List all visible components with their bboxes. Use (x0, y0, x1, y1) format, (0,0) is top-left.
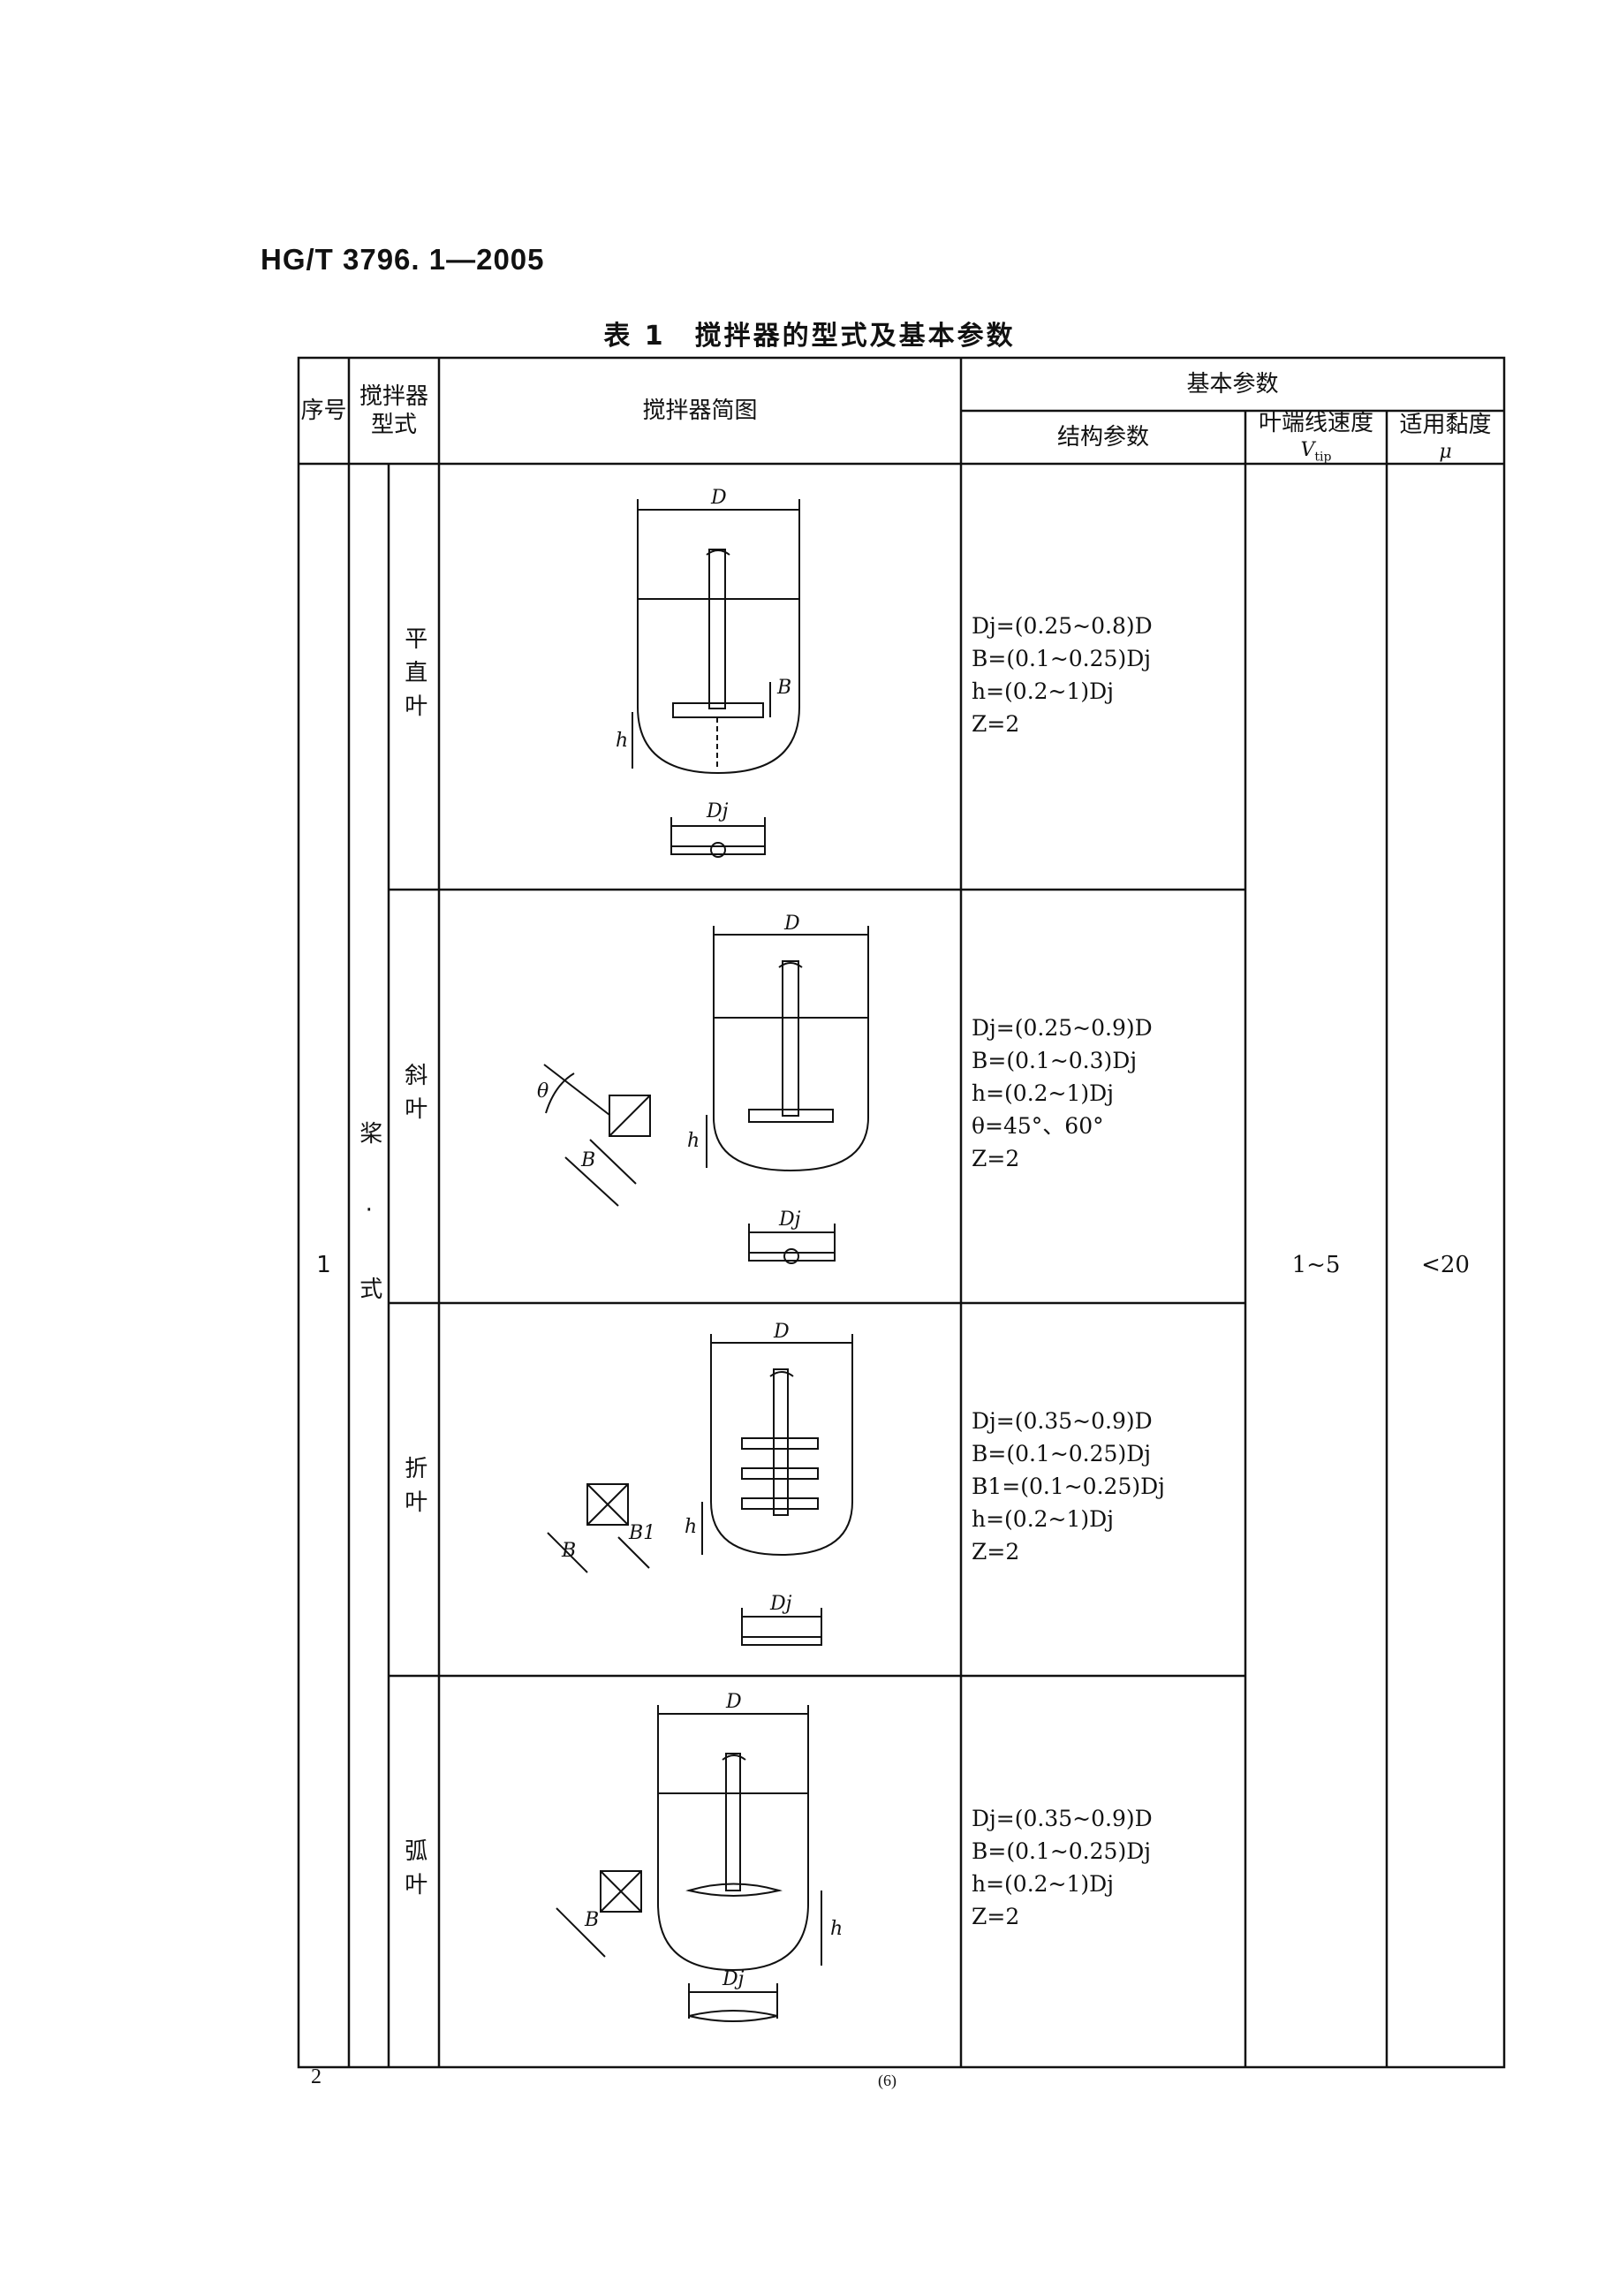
label-h: h (616, 730, 628, 752)
standard-number: HG/T 3796. 1—2005 (261, 243, 545, 276)
label-B1: B1 (628, 1522, 655, 1544)
header-seq: 序号 (300, 397, 347, 424)
header-basic-params: 基本参数 (1186, 370, 1279, 398)
diagram-flat-blade (632, 499, 800, 858)
header-sketch: 搅拌器简图 (642, 397, 758, 424)
label-B: B (584, 1909, 599, 1931)
page-number: 2 (311, 2065, 322, 2088)
label-B: B (561, 1540, 576, 1562)
header-viscosity-label: 适用黏度 (1399, 412, 1492, 438)
params-folded-blade: Dj=(0.35~0.9)D B=(0.1~0.25)Dj B1=(0.1~0.… (972, 1405, 1165, 1568)
params-flat-blade: Dj=(0.25~0.8)D B=(0.1~0.25)Dj h=(0.2~1)D… (972, 610, 1153, 740)
params-pitched-blade: Dj=(0.25~0.9)D B=(0.1~0.3)Dj h=(0.2~1)Dj… (972, 1012, 1153, 1175)
param-line: h=(0.2~1)Dj (972, 1080, 1114, 1106)
label-D: D (773, 1321, 790, 1343)
param-line: Z=2 (972, 711, 1020, 737)
param-line: B1=(0.1~0.25)Dj (972, 1474, 1165, 1499)
header-viscosity-symbol: μ (1439, 440, 1452, 463)
header-tip-speed-symbol: Vtip (1300, 438, 1332, 465)
param-line: Z=2 (972, 1146, 1020, 1171)
param-line: Z=2 (972, 1904, 1020, 1929)
label-Dj: Dj (722, 1968, 745, 1990)
type-paddle: 桨·式 (355, 1121, 382, 1353)
header-tip-speed-label: 叶端线速度 (1258, 410, 1373, 437)
param-line: B=(0.1~0.3)Dj (972, 1048, 1138, 1073)
param-line: h=(0.2~1)Dj (972, 1871, 1114, 1897)
param-line: Dj=(0.25~0.8)D (972, 613, 1153, 639)
label-Dj: Dj (706, 800, 729, 822)
header-viscosity: 适用黏度 μ (1387, 411, 1504, 464)
param-line: h=(0.2~1)Dj (972, 678, 1114, 704)
diagram-pitched-blade (543, 926, 869, 1264)
header-type-line1: 搅拌器 (359, 383, 428, 410)
param-line: Z=2 (972, 1539, 1020, 1565)
label-D: D (783, 913, 800, 935)
param-line: Dj=(0.25~0.9)D (972, 1015, 1153, 1041)
subtype-pitched-blade: 斜叶 (400, 1063, 427, 1130)
param-line: B=(0.1~0.25)Dj (972, 646, 1151, 671)
subtype-folded-blade: 折叶 (400, 1456, 427, 1523)
tip-speed-value: 1~5 (1291, 1252, 1341, 1279)
label-D: D (710, 487, 727, 509)
label-D: D (725, 1691, 742, 1713)
seq-number: 1 (316, 1252, 331, 1279)
table-caption: 表 1 搅拌器的型式及基本参数 (603, 321, 1016, 352)
header-type-line2: 型式 (370, 412, 417, 438)
param-line: h=(0.2~1)Dj (972, 1506, 1114, 1532)
label-Dj: Dj (769, 1593, 792, 1615)
label-B: B (776, 677, 791, 699)
viscosity-value: <20 (1421, 1252, 1470, 1279)
subtype-curved-blade: 弧叶 (400, 1838, 427, 1906)
param-line: Dj=(0.35~0.9)D (972, 1806, 1153, 1831)
diagram-folded-blade (547, 1334, 853, 1646)
header-type: 搅拌器 型式 (349, 358, 439, 464)
page-number-paren: (6) (878, 2072, 897, 2089)
param-line: θ=45°、60° (972, 1113, 1104, 1139)
label-h: h (687, 1130, 700, 1152)
param-line: Dj=(0.35~0.9)D (972, 1408, 1153, 1434)
label-h: h (830, 1918, 843, 1940)
header-struct-params: 结构参数 (1056, 423, 1149, 451)
param-line: B=(0.1~0.25)Dj (972, 1838, 1151, 1864)
label-theta: θ (537, 1080, 548, 1103)
params-curved-blade: Dj=(0.35~0.9)D B=(0.1~0.25)Dj h=(0.2~1)D… (972, 1802, 1153, 1933)
label-Dj: Dj (778, 1209, 801, 1231)
label-h: h (685, 1516, 697, 1538)
subtype-flat-blade: 平直叶 (400, 626, 427, 727)
label-B: B (580, 1149, 595, 1171)
diagram-curved-blade (556, 1705, 822, 2022)
header-tip-speed: 叶端线速度 Vtip (1245, 410, 1387, 465)
param-line: B=(0.1~0.25)Dj (972, 1441, 1151, 1466)
